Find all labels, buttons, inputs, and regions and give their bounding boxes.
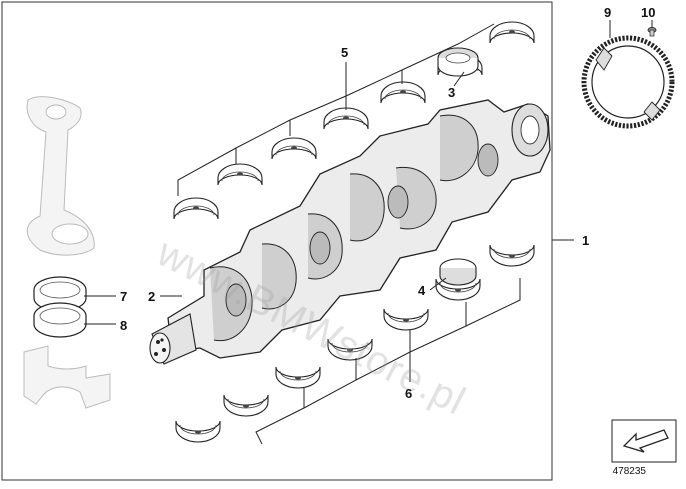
direction-arrow-icon — [611, 419, 677, 463]
rod-bearing-lower — [33, 302, 87, 338]
callout-3: 3 — [448, 85, 456, 100]
callout-4: 4 — [418, 283, 426, 298]
crankshaft — [149, 99, 551, 365]
bracket-6 — [255, 278, 521, 445]
connecting-rod — [26, 96, 95, 256]
leader-lines-7-8 — [84, 295, 116, 325]
callout-8: 8 — [120, 318, 128, 333]
diagram-number: 478235 — [612, 466, 646, 477]
rod-cap — [23, 345, 111, 409]
flywheel-ring-gear — [581, 35, 675, 129]
callout-7: 7 — [120, 289, 128, 304]
thrust-bearing-lower — [439, 258, 477, 286]
callout-10: 10 — [641, 5, 656, 20]
callout-9: 9 — [604, 5, 612, 20]
callout-1: 1 — [582, 233, 590, 248]
bracket-5 — [177, 23, 495, 196]
callout-6: 6 — [405, 386, 413, 401]
leader-lines — [160, 71, 574, 297]
leader-lines-9-10 — [609, 20, 653, 38]
frame — [1, 1, 553, 481]
callout-5: 5 — [341, 45, 349, 60]
thrust-bearing — [437, 47, 479, 77]
bolt — [647, 27, 657, 37]
callout-2: 2 — [148, 289, 156, 304]
